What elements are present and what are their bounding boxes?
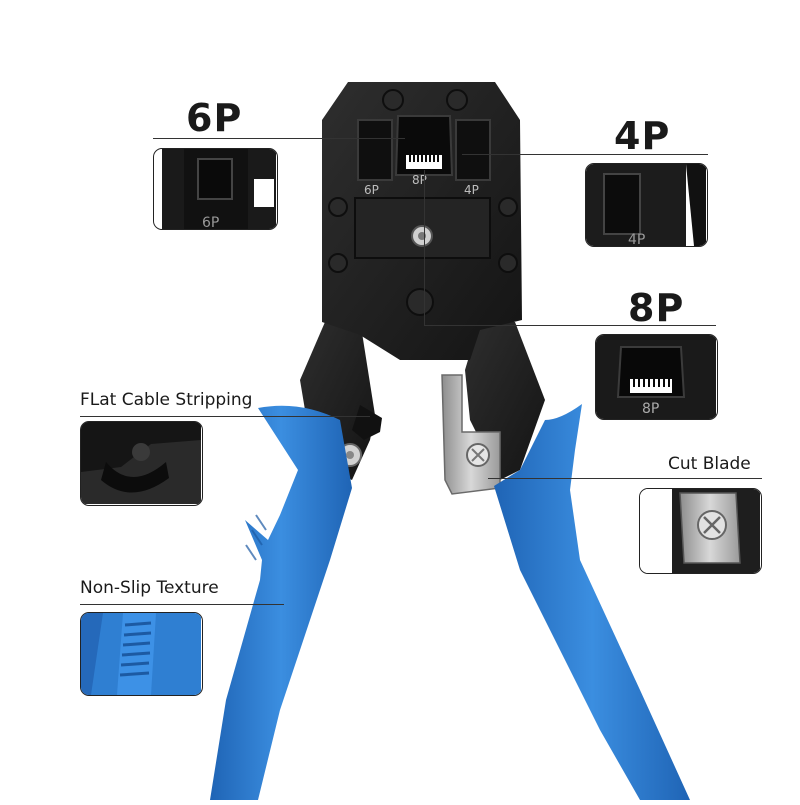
svg-text:6P: 6P	[202, 215, 219, 229]
svg-text:8P: 8P	[642, 401, 659, 417]
die-mark-6p: 6P	[364, 183, 379, 197]
label-cut-blade: Cut Blade	[668, 454, 751, 474]
label-non-slip-texture: Non-Slip Texture	[80, 578, 219, 598]
callout-line-6p	[153, 138, 405, 139]
inset-cut-blade	[639, 488, 762, 574]
callout-line-8p	[424, 325, 716, 326]
die-mark-8p: 8P	[412, 173, 427, 187]
callout-line-non-slip	[80, 604, 284, 605]
callout-line-flat-cable	[80, 416, 370, 417]
stripping-slot	[352, 405, 382, 440]
inset-non-slip-texture	[80, 612, 203, 696]
callout-line-cut-blade	[488, 478, 762, 479]
die-mark-4p: 4P	[464, 183, 479, 197]
callout-line-8p-vertical	[424, 170, 425, 326]
callout-line-4p	[462, 154, 708, 155]
label-4p: 4P	[614, 114, 671, 158]
left-handle	[210, 405, 352, 800]
grip-ridges	[245, 514, 267, 561]
label-8p: 8P	[628, 286, 685, 330]
label-6p: 6P	[186, 96, 243, 140]
right-handle	[494, 404, 690, 800]
inset-6p-die: 6P	[153, 148, 278, 230]
inset-8p-die: 8P	[595, 334, 718, 420]
head-bolts	[328, 89, 518, 316]
die-cavities	[357, 115, 491, 181]
inset-flat-cable-stripping	[80, 421, 203, 506]
label-flat-cable-stripping: FLat Cable Stripping	[80, 390, 253, 410]
svg-text:4P: 4P	[628, 232, 645, 246]
inset-4p-die: 4P	[585, 163, 708, 247]
